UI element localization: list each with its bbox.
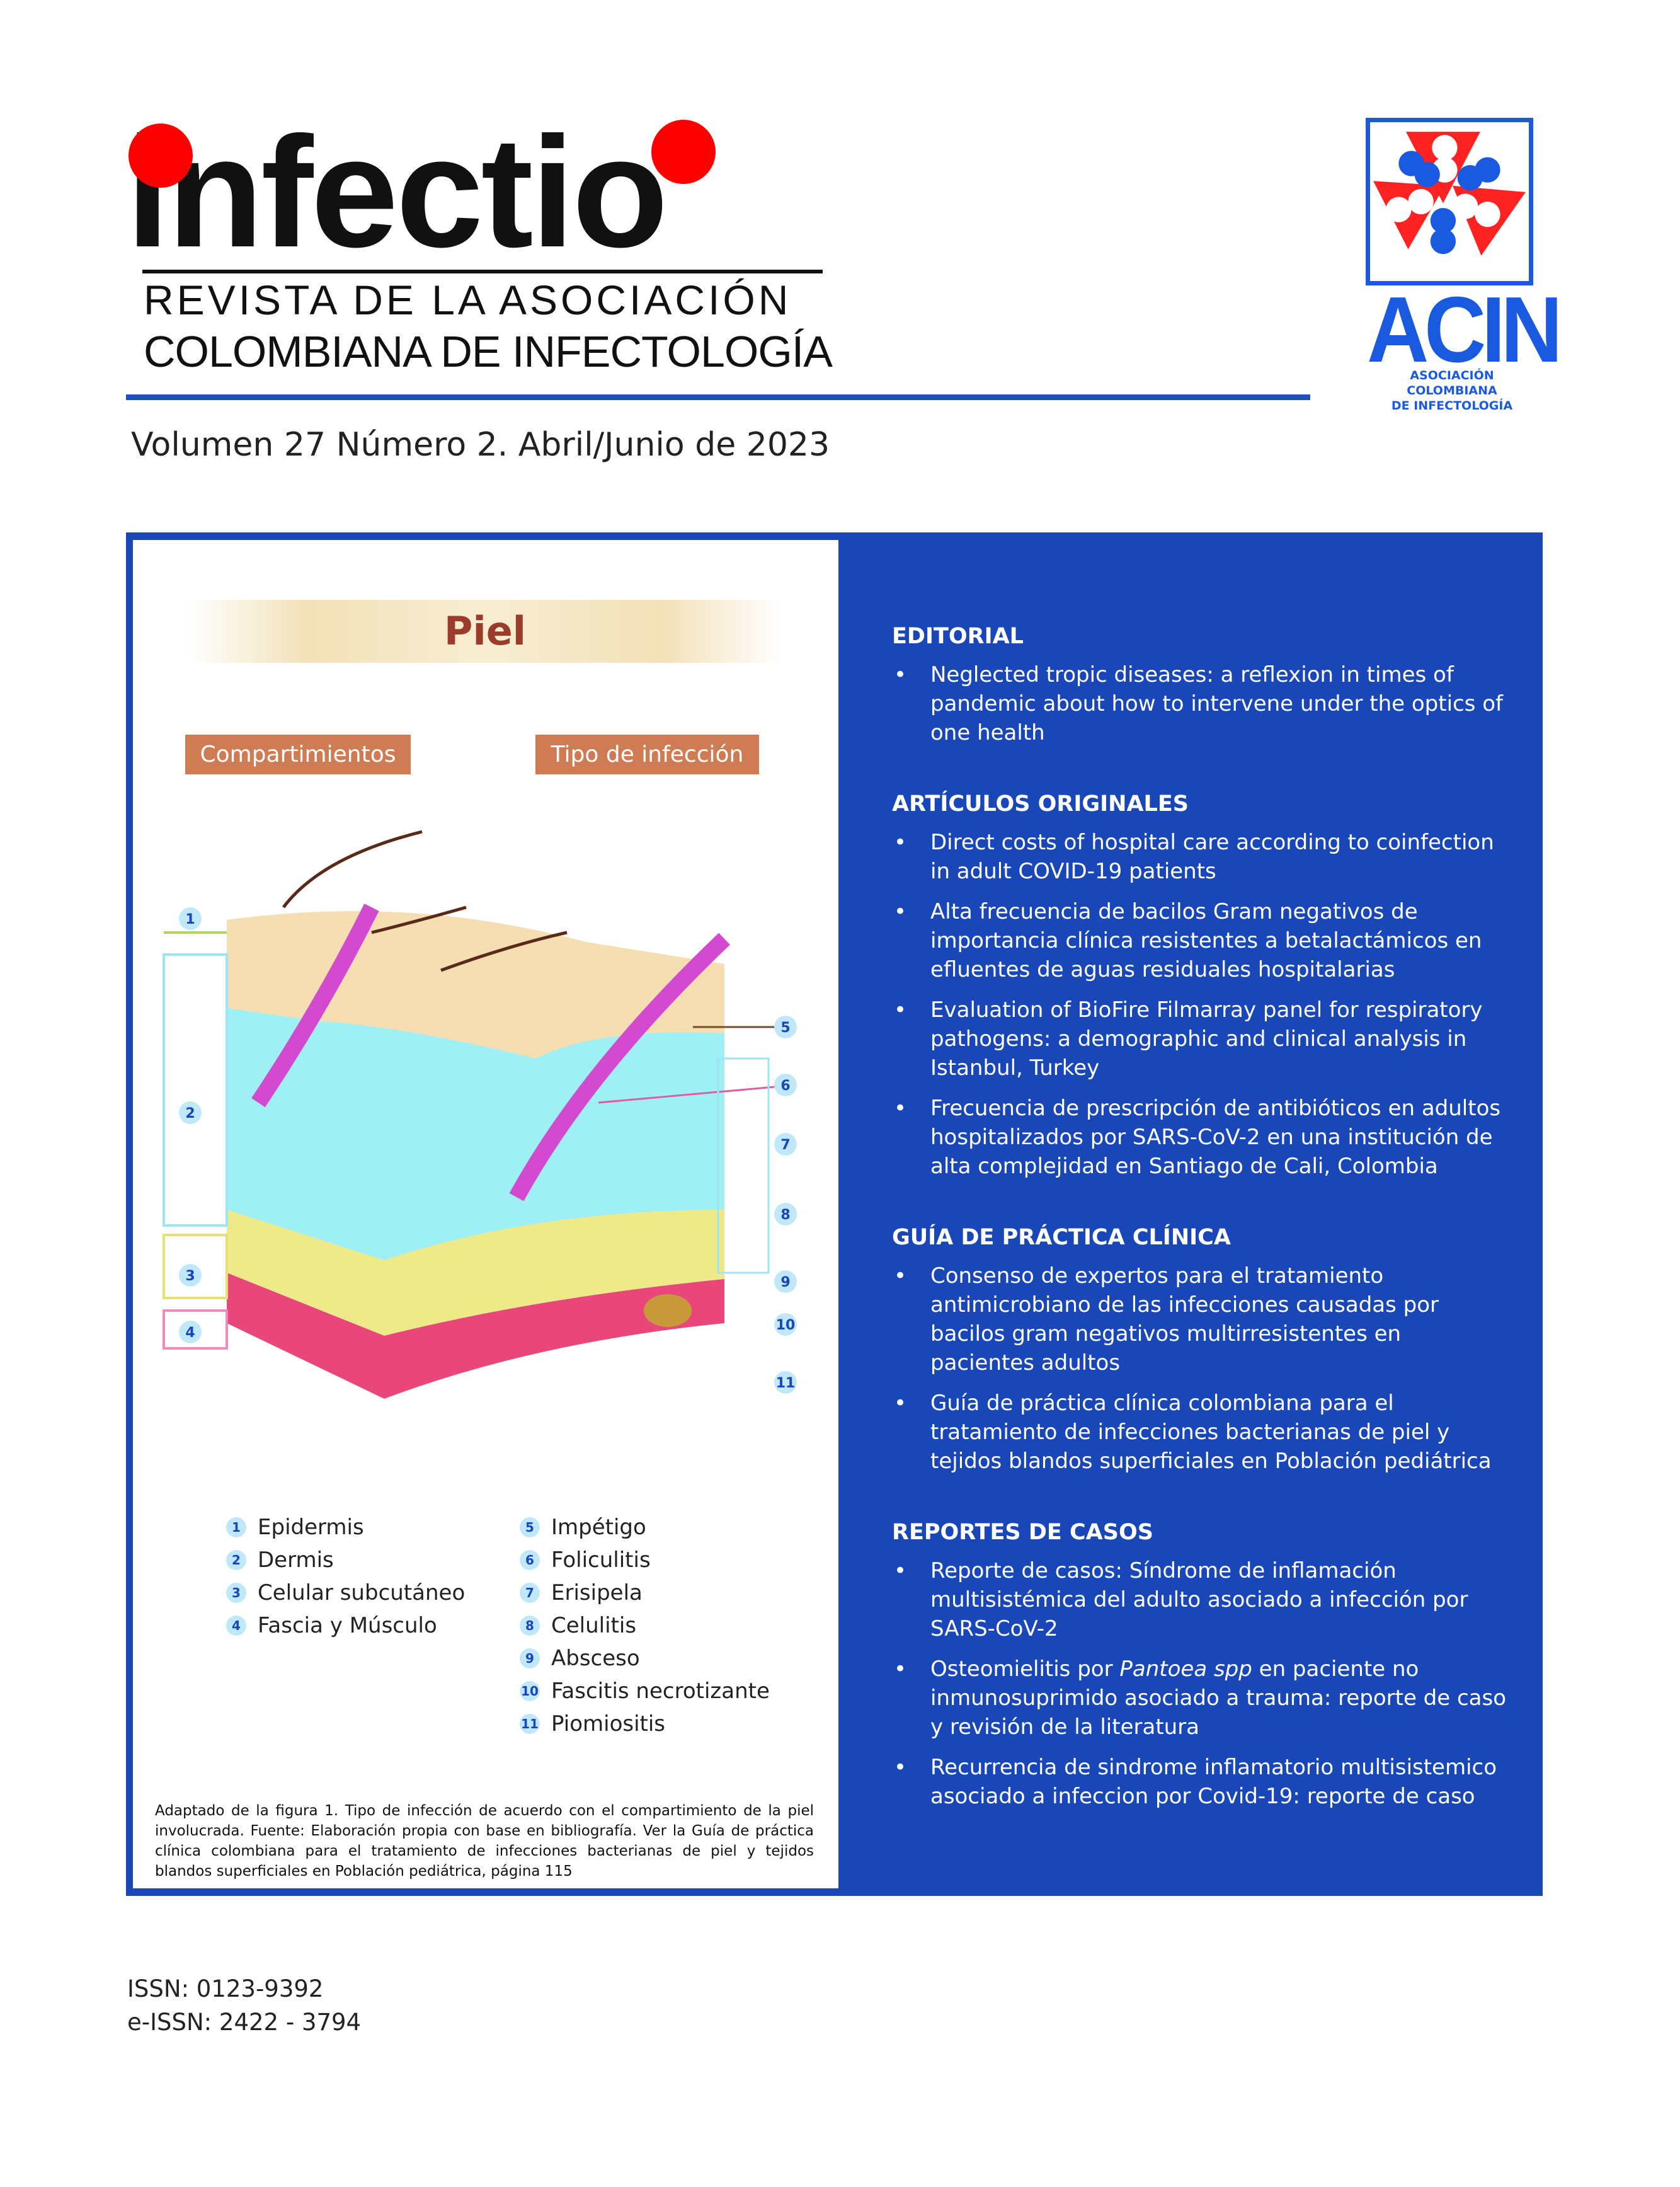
acin-emblem xyxy=(1366,118,1533,285)
article-link[interactable]: Frecuencia de prescripción de antibiótic… xyxy=(892,1094,1509,1181)
skin-illustration xyxy=(163,830,775,1399)
marker-6: 6 xyxy=(780,1078,790,1094)
article-link[interactable]: Reporte de casos: Síndrome de inflamació… xyxy=(892,1556,1509,1643)
acin-name: ACIN xyxy=(1367,278,1563,382)
tag-compartimientos: Compartimientos xyxy=(185,735,411,774)
logo-dot-left xyxy=(129,123,193,188)
acin-emblem-icon xyxy=(1373,132,1526,256)
legend-number: 11 xyxy=(520,1714,540,1734)
legend-label: Epidermis xyxy=(258,1515,364,1540)
article-link[interactable]: Evaluation of BioFire Filmarray panel fo… xyxy=(892,996,1509,1082)
legend-number: 2 xyxy=(226,1550,246,1570)
journal-subtitle-1: REVISTA DE LA ASOCIACIÓN xyxy=(144,277,792,323)
legend-item: 5 Impétigo xyxy=(520,1515,646,1540)
legend-label: Celular subcutáneo xyxy=(258,1580,466,1605)
legend-number: 9 xyxy=(520,1648,540,1668)
legend-number: 6 xyxy=(520,1550,540,1570)
figure-title: Piel xyxy=(188,600,782,663)
legend-label: Foliculitis xyxy=(551,1547,651,1573)
logo-dot-right xyxy=(651,120,716,184)
acin-sub-line2: DE INFECTOLOGÍA xyxy=(1391,398,1513,413)
legend-item: 8 Celulitis xyxy=(520,1613,636,1638)
marker-9: 9 xyxy=(780,1275,790,1290)
article-link[interactable]: Recurrencia de sindrome inflamatorio mul… xyxy=(892,1753,1509,1811)
logo-rule xyxy=(142,270,823,273)
legend-item: 1 Epidermis xyxy=(226,1515,364,1540)
section-heading: GUÍA DE PRÁCTICA CLÍNICA xyxy=(892,1225,1231,1250)
marker-8: 8 xyxy=(780,1207,790,1223)
legend-label: Erisipela xyxy=(551,1580,643,1605)
journal-subtitle-2: COLOMBIANA DE INFECTOLOGÍA xyxy=(144,327,833,376)
legend-number: 1 xyxy=(226,1517,246,1537)
issue-info: Volumen 27 Número 2. Abril/Junio de 2023 xyxy=(131,426,830,464)
journal-logo: infectio xyxy=(126,104,668,280)
legend-item: 3 Celular subcutáneo xyxy=(226,1580,465,1605)
legend-number: 3 xyxy=(226,1583,246,1603)
legend-item: 7 Erisipela xyxy=(520,1580,643,1605)
legend-label: Celulitis xyxy=(551,1613,637,1638)
legend-item: 10 Fascitis necrotizante xyxy=(520,1679,770,1704)
legend-item: 4 Fascia y Músculo xyxy=(226,1613,437,1638)
legend-number: 8 xyxy=(520,1616,540,1636)
legend-number: 4 xyxy=(226,1616,246,1636)
section-heading: EDITORIAL xyxy=(892,624,1024,649)
article-link[interactable]: Guía de práctica clínica colombiana para… xyxy=(892,1389,1509,1476)
eissn: e-ISSN: 2422 - 3794 xyxy=(127,2009,362,2036)
legend-label: Fascia y Músculo xyxy=(258,1613,437,1638)
issn: ISSN: 0123-9392 xyxy=(127,1975,324,2002)
marker-11: 11 xyxy=(776,1375,796,1391)
toc-section: ARTÍCULOS ORIGINALES Direct costs of hosp… xyxy=(892,791,1509,1181)
legend-label: Impétigo xyxy=(551,1515,646,1540)
acin-sub-line1: ASOCIACIÓN COLOMBIANA xyxy=(1407,369,1497,398)
section-heading: REPORTES DE CASOS xyxy=(892,1520,1153,1545)
article-link[interactable]: Neglected tropic diseases: a reflexion i… xyxy=(892,660,1509,747)
legend-item: 2 Dermis xyxy=(226,1547,334,1573)
legend-item: 11 Piomiositis xyxy=(520,1711,665,1736)
legend-item: 9 Absceso xyxy=(520,1646,640,1671)
section-heading: ARTÍCULOS ORIGINALES xyxy=(892,791,1189,817)
marker-10: 10 xyxy=(776,1317,796,1333)
toc-section: EDITORIAL Neglected tropic diseases: a re… xyxy=(892,624,1509,747)
figure-caption: Adaptado de la figura 1. Tipo de infecci… xyxy=(155,1803,814,1880)
article-link[interactable]: Consenso de expertos para el tratamiento… xyxy=(892,1261,1509,1377)
marker-1: 1 xyxy=(185,912,195,927)
marker-3: 3 xyxy=(185,1268,195,1284)
legend-label: Absceso xyxy=(551,1646,640,1671)
legend-number: 5 xyxy=(520,1517,540,1537)
article-link[interactable]: Alta frecuencia de bacilos Gram negativo… xyxy=(892,897,1509,984)
tag-tipo-infeccion: Tipo de infección xyxy=(535,735,759,774)
figure-markers: 1 2 3 4 5 6 7 8 9 10 11 xyxy=(179,907,797,1394)
issn-block: ISSN: 0123-9392 e-ISSN: 2422 - 3794 xyxy=(127,1972,361,2039)
legend-number: 10 xyxy=(520,1681,540,1701)
legend-number: 7 xyxy=(520,1583,540,1603)
marker-4: 4 xyxy=(185,1325,195,1341)
legend-item: 6 Foliculitis xyxy=(520,1547,651,1573)
marker-7: 7 xyxy=(780,1137,790,1153)
article-link[interactable]: Direct costs of hospital care according … xyxy=(892,828,1509,886)
toc-section: REPORTES DE CASOS Reporte de casos: Síndr… xyxy=(892,1520,1509,1811)
acin-fullname: ASOCIACIÓN COLOMBIANA DE INFECTOLOGÍA xyxy=(1367,369,1537,413)
table-of-contents: EDITORIAL Neglected tropic diseases: a re… xyxy=(892,624,1509,1855)
legend-label: Piomiositis xyxy=(551,1711,666,1736)
marker-5: 5 xyxy=(780,1020,790,1036)
legend-label: Fascitis necrotizante xyxy=(551,1679,770,1704)
article-link[interactable]: Osteomielitis por Pantoea spp en pacient… xyxy=(892,1655,1509,1742)
legend-label: Dermis xyxy=(258,1547,334,1573)
marker-2: 2 xyxy=(185,1106,195,1122)
toc-section: GUÍA DE PRÁCTICA CLÍNICA Consenso de expe… xyxy=(892,1225,1509,1476)
header-divider xyxy=(126,394,1310,400)
